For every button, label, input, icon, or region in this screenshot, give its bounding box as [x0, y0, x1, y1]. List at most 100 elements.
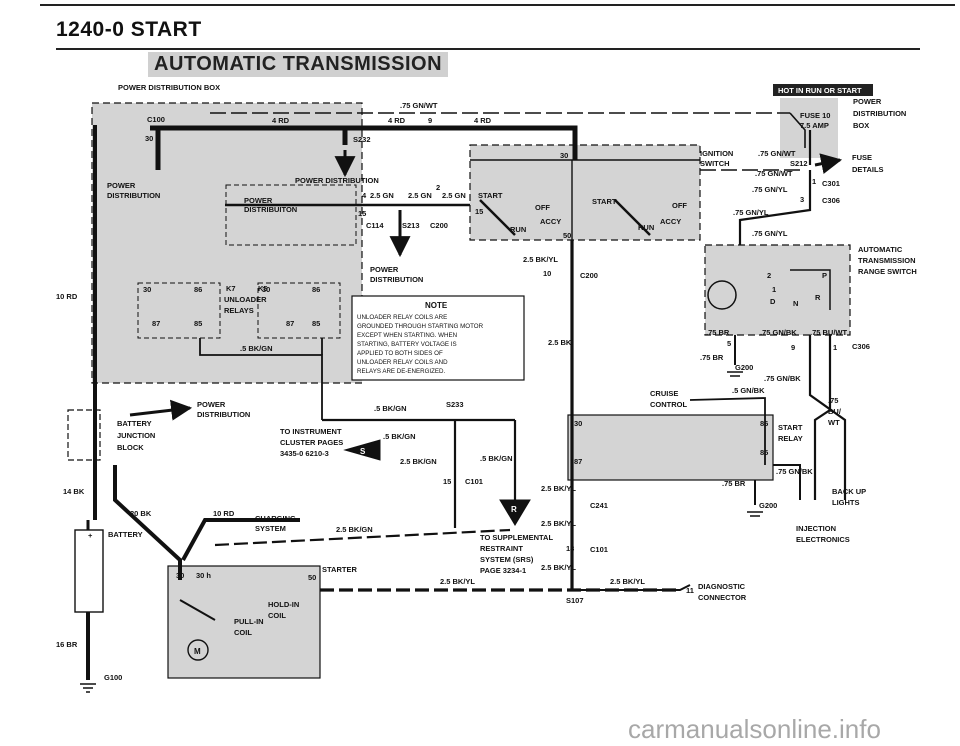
- s212-label: S212: [790, 159, 808, 168]
- s107-label: S107: [566, 596, 584, 605]
- power-distribution-box-outline: [91, 102, 363, 384]
- pdb-right-1: POWER: [853, 97, 882, 106]
- w10rd-b: 10 RD: [213, 509, 235, 518]
- w5bkgn-d: .5 BK/GN: [480, 454, 513, 463]
- w75gnbk-a: .75 GN/BK: [760, 328, 797, 337]
- n1-a: 1: [812, 177, 816, 186]
- to-instrument-1: TO INSTRUMENT: [280, 427, 342, 436]
- wire-75buwt: [813, 335, 832, 500]
- battery-label: BATTERY: [108, 530, 143, 539]
- gear-n: N: [793, 299, 798, 308]
- n3: 3: [800, 195, 804, 204]
- w25bkyl-f: 2.5 BK/YL: [610, 577, 645, 586]
- starter-outline: [167, 565, 321, 679]
- k7-30: 30: [143, 285, 151, 294]
- unloader-2: RELAYS: [224, 306, 254, 315]
- note-line-1: GROUNDED THROUGH STARTING MOTOR: [357, 323, 484, 330]
- n5: 5: [727, 339, 731, 348]
- w75gnbk-c: .75 GN/BK: [776, 467, 813, 476]
- marker-s: S: [360, 447, 366, 456]
- to-instrument-3: 3435-0 6210-3: [280, 449, 329, 458]
- battery-jb-1: BATTERY: [117, 419, 152, 428]
- c100-label: C100: [147, 115, 165, 124]
- k7-87: 87: [152, 319, 160, 328]
- power-dist-2: DISTRIBUTION: [107, 191, 160, 200]
- ground-g200-b: [747, 511, 763, 517]
- power-distribution-box-label: POWER DISTRIBUTION BOX: [118, 83, 220, 92]
- w75br-b: .75 BR: [700, 353, 724, 362]
- to-instrument-2: CLUSTER PAGES: [280, 438, 343, 447]
- sw-accy: ACCY: [540, 217, 561, 226]
- wire-power-dist-arrow: [129, 399, 193, 421]
- hot-in-run-banner: [773, 84, 873, 96]
- pdb-right-3: BOX: [853, 121, 869, 130]
- st-50: 50: [308, 573, 316, 582]
- power-distribution-box-region: [92, 103, 362, 383]
- to-supp-4: PAGE 3234-1: [480, 566, 526, 575]
- range-switch-dial: [707, 280, 737, 310]
- cruise-2: CONTROL: [650, 400, 687, 409]
- hold-in-1: HOLD-IN: [268, 600, 299, 609]
- auto-trans-1: AUTOMATIC: [858, 245, 903, 254]
- auto-trans-2: TRANSMISSION: [858, 256, 916, 265]
- w14bk: 14 BK: [63, 487, 85, 496]
- unloader-1: UNLOADER: [224, 295, 267, 304]
- w25bkgn-a: 2.5 BK/GN: [400, 457, 437, 466]
- c301-label: C301: [822, 179, 840, 188]
- pull-in-2: COIL: [234, 628, 252, 637]
- k5-87: 87: [286, 319, 294, 328]
- g100-label: G100: [104, 673, 122, 682]
- injection-1: INJECTION: [796, 524, 836, 533]
- ignition-2: SWITCH: [700, 159, 730, 168]
- charging-2: SYSTEM: [255, 524, 286, 533]
- to-supp-1: TO SUPPLEMENTAL: [480, 533, 553, 542]
- n30-b: 30: [560, 151, 568, 160]
- k7-85: 85: [194, 319, 202, 328]
- n10: 10: [543, 269, 551, 278]
- n1-b: 1: [833, 343, 837, 352]
- n2: 2: [436, 183, 440, 192]
- w75-bu-2: BU/: [828, 407, 842, 416]
- ign-switch-contact-2: [614, 199, 651, 236]
- w75gnwt-top: .75 GN/WT: [400, 101, 438, 110]
- s232-label: S232: [353, 135, 371, 144]
- n18: 18: [566, 544, 574, 553]
- note-title: NOTE: [425, 301, 448, 310]
- starter-motor-symbol: [187, 639, 209, 661]
- wire-75gnbk-range: [808, 335, 847, 500]
- w25bkyl-c: 2.5 BK/YL: [541, 519, 576, 528]
- k5-relay-outline: [257, 282, 341, 339]
- s233-label: S233: [446, 400, 464, 409]
- wire-14bk: [113, 465, 182, 580]
- wire-diagnostic: [580, 584, 691, 591]
- start-relay-region: [568, 415, 773, 480]
- n15-a: 15: [358, 209, 366, 218]
- n9: 9: [428, 116, 432, 125]
- top-rule: [40, 4, 955, 6]
- w16br: 16 BR: [56, 640, 78, 649]
- battery-jb-outline: [67, 409, 101, 461]
- marker-s-shape: [343, 439, 381, 461]
- charging-1: CHARGING: [255, 514, 296, 523]
- note-box: [351, 295, 525, 381]
- marker-r: R: [511, 505, 517, 514]
- power-dist-left-2: DISTRIBUTION: [197, 410, 250, 419]
- to-supp-3: SYSTEM (SRS): [480, 555, 534, 564]
- n15-b: 15: [475, 207, 483, 216]
- w25bkyl-a: 2.5 BK/YL: [523, 255, 558, 264]
- w4rd-a: 4 RD: [272, 116, 290, 125]
- fuse-details-2: DETAILS: [852, 165, 884, 174]
- w5bkgn-c: .5 BK/GN: [383, 432, 416, 441]
- wire-75gnbk-sr: [773, 464, 801, 500]
- note-line-6: RELAYS ARE DE-ENERGIZED.: [357, 368, 446, 375]
- starter-switch: [179, 599, 216, 621]
- s213-label: S213: [402, 221, 420, 230]
- battery-jb-2: JUNCTION: [117, 431, 155, 440]
- w75br-c: .75 BR: [722, 479, 746, 488]
- sw-start: START: [478, 191, 503, 200]
- k5-86: 86: [312, 285, 320, 294]
- g200-a: G200: [735, 363, 753, 372]
- power-dist-lower-1: POWER: [370, 265, 399, 274]
- n50: 50: [563, 231, 571, 240]
